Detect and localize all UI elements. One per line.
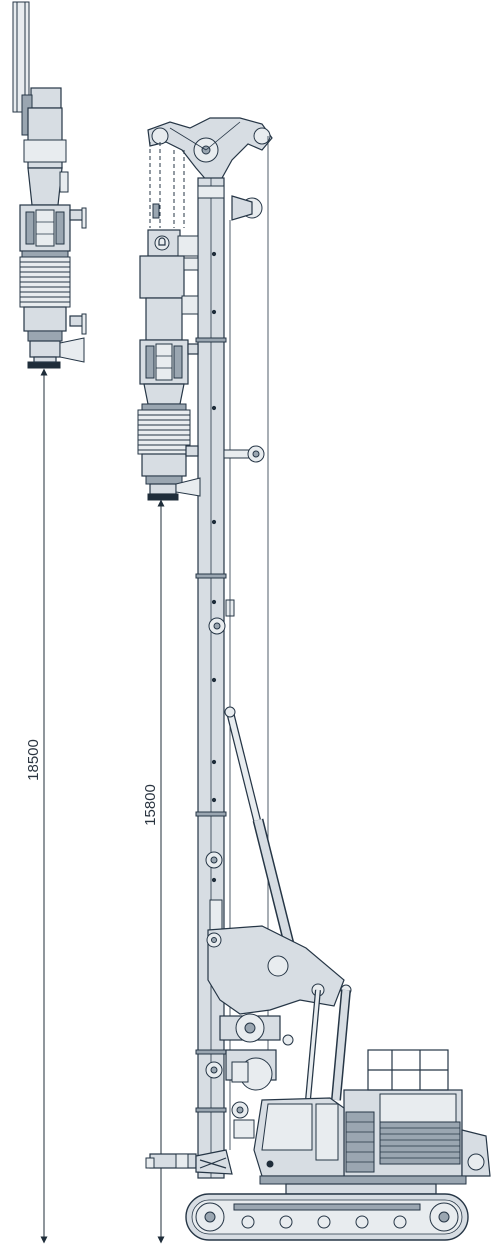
motor-ribs-upper xyxy=(19,256,71,308)
rotary-drive-working-position xyxy=(137,229,201,501)
engine-grille xyxy=(379,1121,461,1165)
dimension-label-15800: 15800 xyxy=(142,784,159,826)
base-carrier xyxy=(233,1049,491,1195)
dimension-label-18500: 18500 xyxy=(25,739,42,781)
dimension-15800: 15800 xyxy=(142,499,165,1244)
crawler-track xyxy=(185,1193,469,1241)
leader-mast xyxy=(147,117,273,1179)
mast-kinematics xyxy=(195,925,352,1119)
dimension-18500: 18500 xyxy=(25,368,48,1244)
rotary-drive-upper-position xyxy=(12,1,87,369)
motor-ribs-working xyxy=(137,409,191,455)
casing-oscillator-clamp xyxy=(145,1149,233,1175)
